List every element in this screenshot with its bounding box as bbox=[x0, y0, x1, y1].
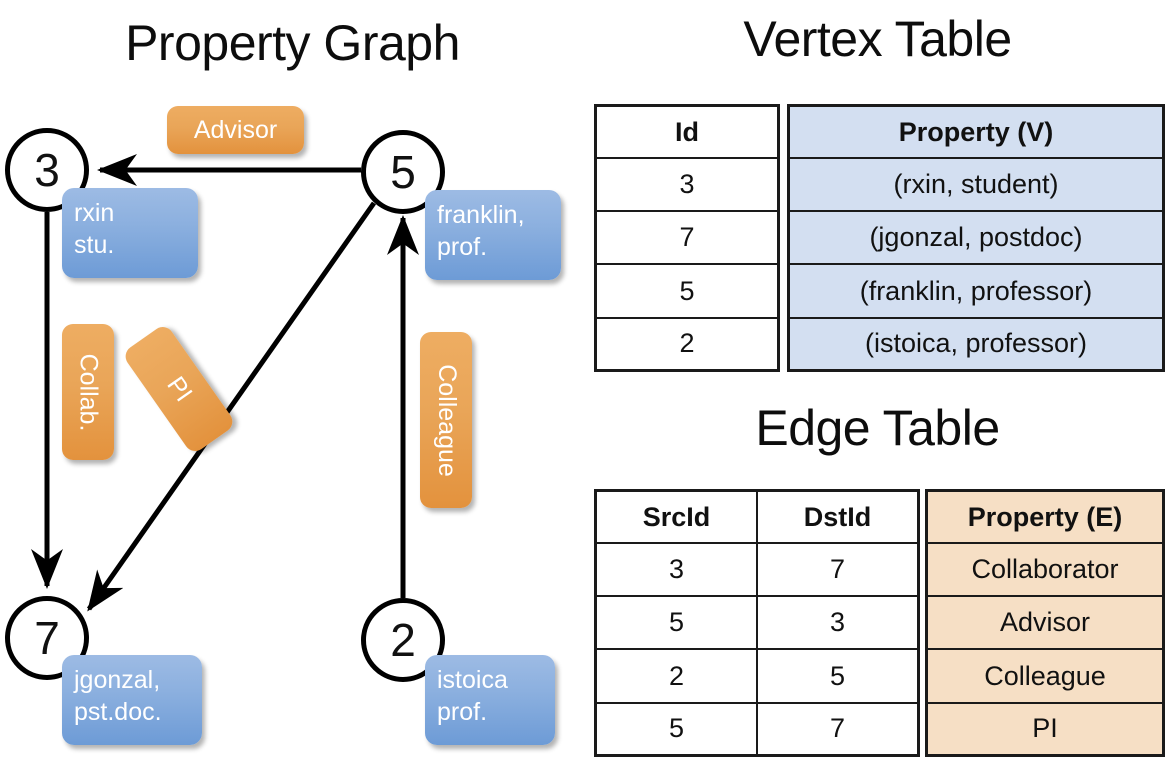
vertex-table-property-grid: Property (V) (rxin, student) (jgonzal, p… bbox=[790, 107, 1162, 369]
graph-node-7-label: 7 bbox=[34, 612, 60, 664]
node-2-property-chip: istoica prof. bbox=[425, 655, 555, 745]
table-row: 5 bbox=[597, 263, 777, 319]
vertex-table-property-column: Property (V) (rxin, student) (jgonzal, p… bbox=[787, 104, 1165, 372]
edge-col-header-property: Property (E) bbox=[928, 492, 1162, 545]
node-2-property-line1: istoica bbox=[437, 666, 508, 694]
node-3-property-line2: stu. bbox=[74, 231, 115, 259]
graph-node-5[interactable] bbox=[361, 130, 445, 214]
table-row: 2 bbox=[597, 316, 777, 369]
property-graph-diagram: 3 rxin stu. 5 franklin, prof. 7 jgonzal,… bbox=[5, 106, 561, 745]
table-row: 5 3 bbox=[597, 595, 917, 651]
edge-label-advisor-text: Advisor bbox=[193, 115, 278, 144]
graph-edges-svg bbox=[31, 154, 419, 612]
vertex-row-3-property: (istoica, professor) bbox=[790, 316, 1162, 369]
graph-node-2[interactable] bbox=[361, 598, 445, 682]
edge-row-2-property: Colleague bbox=[928, 648, 1162, 704]
edge-label-colleague-text: Colleague bbox=[432, 363, 461, 477]
node-5-property-line1: franklin, bbox=[437, 201, 525, 229]
table-header-row: Id bbox=[597, 107, 777, 160]
vertex-table-id-grid: Id 3 7 5 2 bbox=[597, 107, 777, 369]
table-row: PI bbox=[928, 701, 1162, 754]
node-5-property-line2: prof. bbox=[437, 233, 488, 261]
table-row: 2 5 bbox=[597, 648, 917, 704]
node-7-property-line1: jgonzal, bbox=[74, 666, 161, 694]
table-row: (jgonzal, postdoc) bbox=[790, 210, 1162, 266]
table-header-row: SrcId DstId bbox=[597, 492, 917, 545]
edge-label-advisor: Advisor bbox=[167, 106, 304, 154]
node-2-property-line2: prof. bbox=[437, 698, 488, 726]
graph-node-5-label: 5 bbox=[390, 146, 416, 198]
edge-row-3-dst: 7 bbox=[756, 701, 917, 754]
table-row: (franklin, professor) bbox=[790, 263, 1162, 319]
table-row: 3 7 bbox=[597, 542, 917, 598]
edge-label-collab-text: Collab. bbox=[74, 353, 103, 431]
node-3-property-chip: rxin stu. bbox=[62, 188, 198, 278]
table-row: Colleague bbox=[928, 648, 1162, 704]
table-row: 3 bbox=[597, 157, 777, 213]
vertex-row-0-property: (rxin, student) bbox=[790, 157, 1162, 213]
vertex-row-1-id: 7 bbox=[597, 210, 777, 266]
edge-row-0-property: Collaborator bbox=[928, 542, 1162, 598]
edge-row-1-property: Advisor bbox=[928, 595, 1162, 651]
vertex-row-3-id: 2 bbox=[597, 316, 777, 369]
table-header-row: Property (V) bbox=[790, 107, 1162, 160]
edge-row-3-property: PI bbox=[928, 701, 1162, 754]
page-title-vertex-table: Vertex Table bbox=[743, 11, 1012, 67]
node-5-property-chip: franklin, prof. bbox=[425, 190, 561, 280]
vertex-col-header-property: Property (V) bbox=[790, 107, 1162, 160]
table-row: 7 bbox=[597, 210, 777, 266]
graph-node-3-label: 3 bbox=[34, 144, 60, 196]
edge-col-header-srcid: SrcId bbox=[597, 492, 758, 545]
edge-table-id-columns: SrcId DstId 3 7 5 3 2 5 5 7 bbox=[594, 489, 920, 757]
edge-col-header-dstid: DstId bbox=[756, 492, 917, 545]
edge-table-property-column: Property (E) Collaborator Advisor Collea… bbox=[925, 489, 1165, 757]
graph-node-2-label: 2 bbox=[390, 614, 416, 666]
edge-label-colleague: Colleague bbox=[420, 332, 472, 508]
edge-table-id-grid: SrcId DstId 3 7 5 3 2 5 5 7 bbox=[597, 492, 917, 754]
edge-row-1-src: 5 bbox=[597, 595, 758, 651]
vertex-row-2-property: (franklin, professor) bbox=[790, 263, 1162, 319]
node-7-property-line2: pst.doc. bbox=[74, 698, 162, 726]
edge-row-2-src: 2 bbox=[597, 648, 758, 704]
node-7-property-chip: jgonzal, pst.doc. bbox=[62, 655, 202, 745]
edge-label-pi-text: PI bbox=[161, 371, 198, 407]
table-row: (rxin, student) bbox=[790, 157, 1162, 213]
table-row: 5 7 bbox=[597, 701, 917, 754]
table-row: Collaborator bbox=[928, 542, 1162, 598]
edge-table-property-grid: Property (E) Collaborator Advisor Collea… bbox=[928, 492, 1162, 754]
page-title-property-graph: Property Graph bbox=[125, 15, 460, 71]
vertex-row-2-id: 5 bbox=[597, 263, 777, 319]
vertex-row-1-property: (jgonzal, postdoc) bbox=[790, 210, 1162, 266]
edge-row-3-src: 5 bbox=[597, 701, 758, 754]
page-title-edge-table: Edge Table bbox=[755, 400, 1000, 456]
edge-row-0-src: 3 bbox=[597, 542, 758, 598]
vertex-row-0-id: 3 bbox=[597, 157, 777, 213]
edge-label-collab: Collab. bbox=[62, 324, 114, 460]
table-header-row: Property (E) bbox=[928, 492, 1162, 545]
node-3-property-line1: rxin bbox=[74, 199, 115, 227]
edge-row-1-dst: 3 bbox=[756, 595, 917, 651]
vertex-col-header-id: Id bbox=[597, 107, 777, 160]
vertex-table-id-column: Id 3 7 5 2 bbox=[594, 104, 780, 372]
edge-5-to-7 bbox=[86, 201, 377, 612]
table-row: (istoica, professor) bbox=[790, 316, 1162, 369]
table-row: Advisor bbox=[928, 595, 1162, 651]
edge-row-2-dst: 5 bbox=[756, 648, 917, 704]
edge-row-0-dst: 7 bbox=[756, 542, 917, 598]
